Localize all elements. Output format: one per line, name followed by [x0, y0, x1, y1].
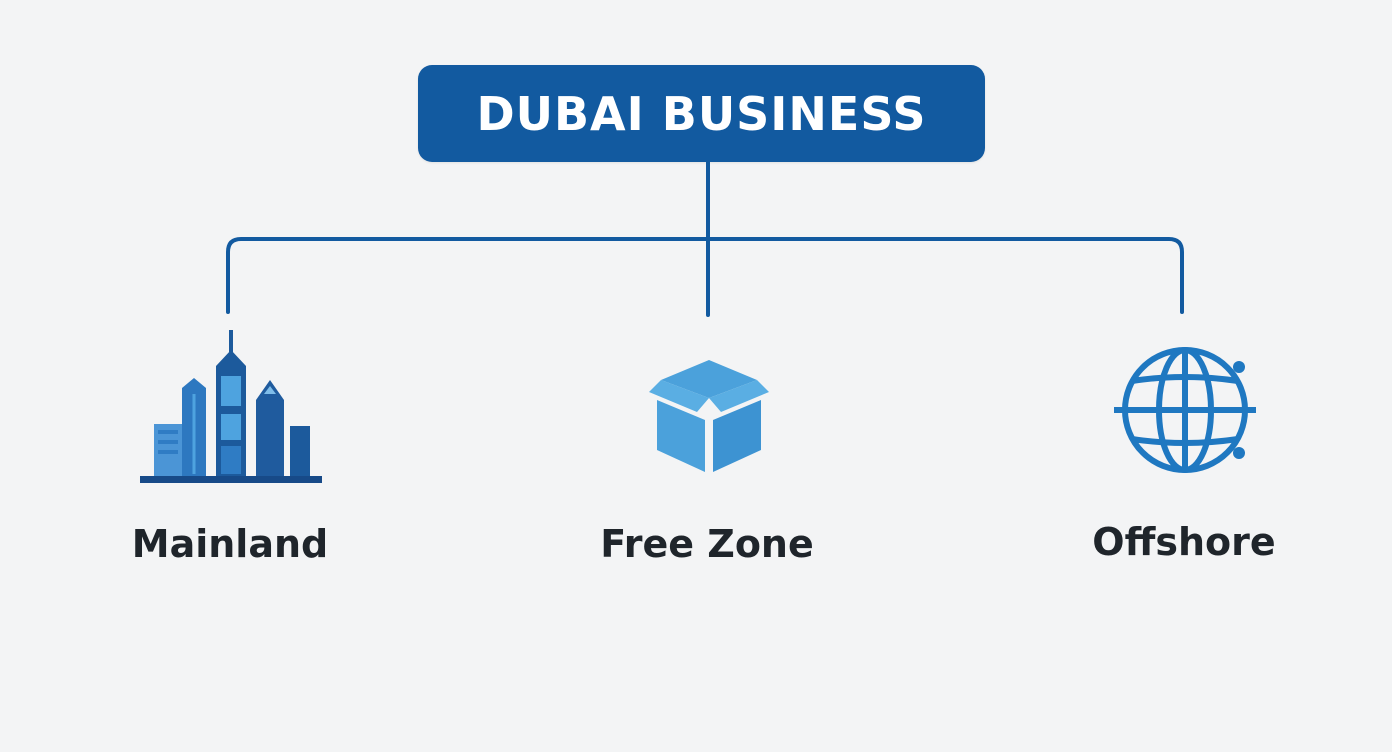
box-icon	[649, 360, 769, 472]
city-skyline-icon	[140, 330, 322, 483]
branch-label-mainland: Mainland	[131, 522, 329, 566]
connector-bar	[226, 237, 1184, 314]
root-title: DUBAI BUSINESS	[476, 86, 927, 141]
branch-label-offshore: Offshore	[1092, 520, 1276, 564]
root-node: DUBAI BUSINESS	[418, 65, 985, 162]
globe-icon	[1114, 347, 1256, 473]
branch-label-free-zone: Free Zone	[600, 522, 814, 566]
